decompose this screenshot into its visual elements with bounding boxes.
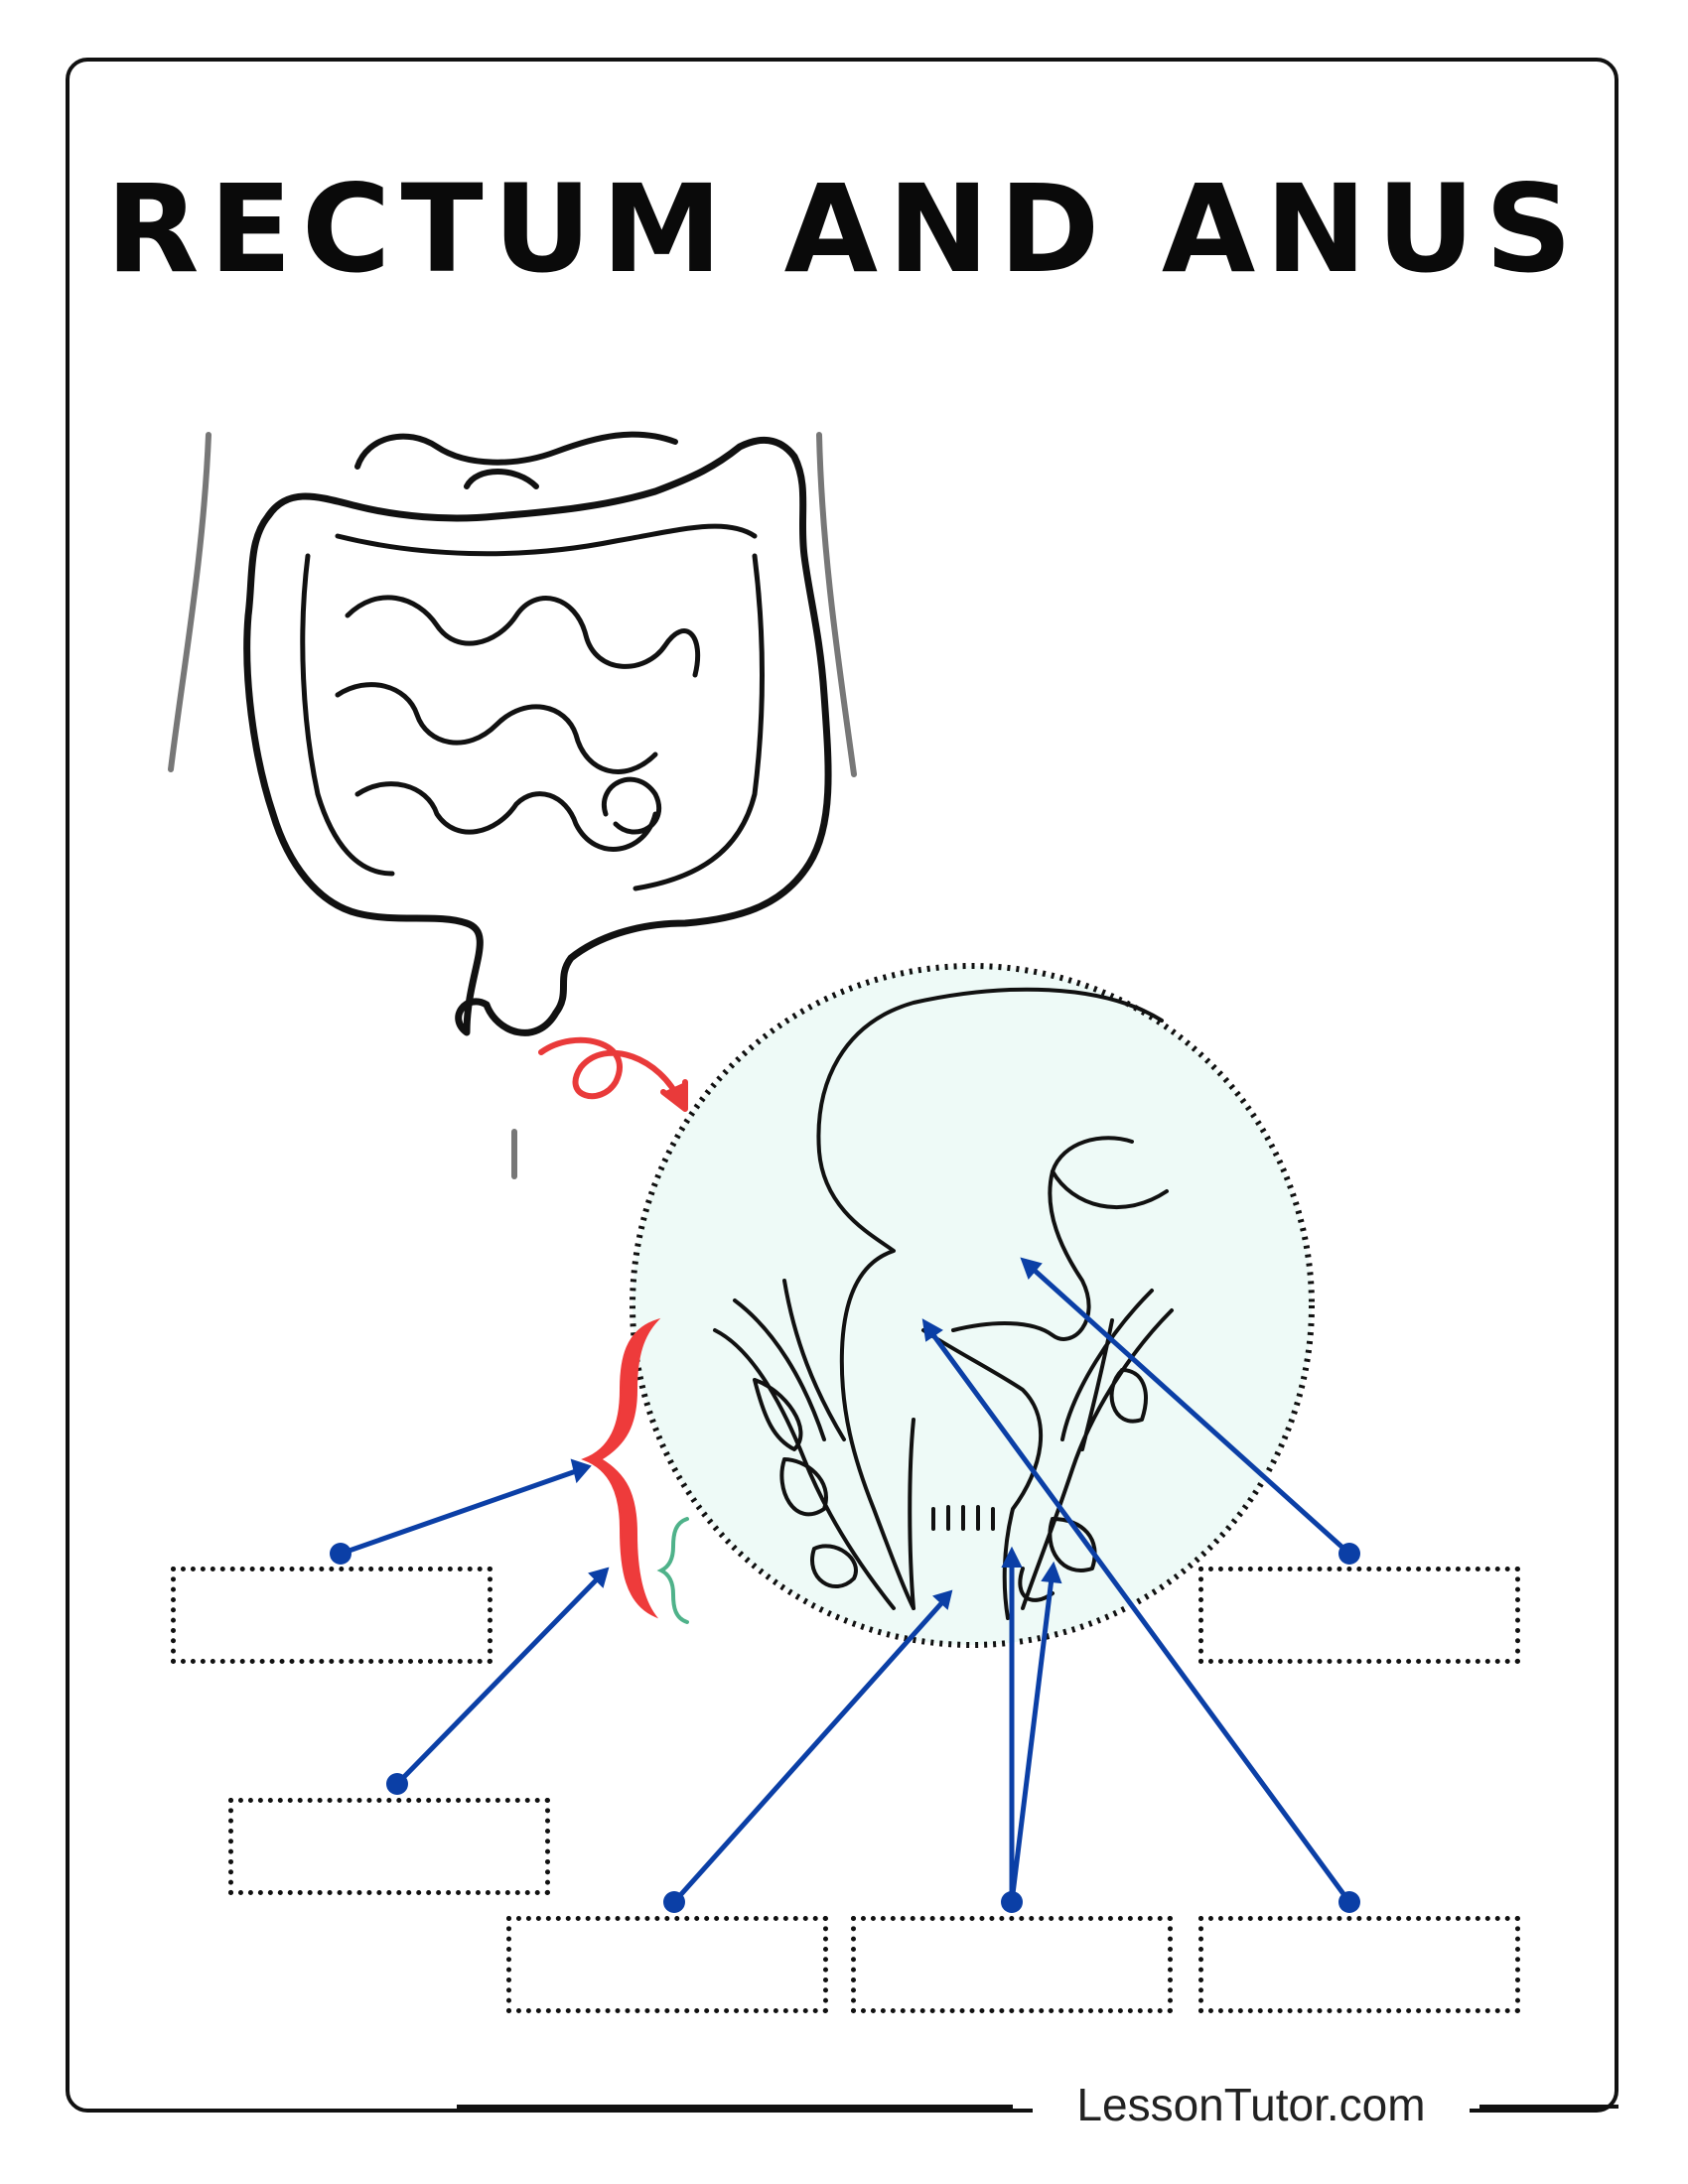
answer-box-1[interactable] xyxy=(171,1567,492,1664)
right-muscles xyxy=(1018,1289,1174,1610)
colon-inner xyxy=(300,523,765,891)
answer-box-5[interactable] xyxy=(851,1916,1173,2013)
rectum-wall xyxy=(816,987,1169,1610)
colon-outline xyxy=(243,436,832,1036)
page-frame xyxy=(66,58,1618,2113)
answer-box-3[interactable] xyxy=(228,1798,550,1895)
footer-rule-left xyxy=(457,2105,1013,2109)
torso-outline xyxy=(168,432,857,1179)
leader-line-6 xyxy=(1020,1257,1360,1565)
leader-lines xyxy=(330,1257,1360,1913)
answer-box-4[interactable] xyxy=(506,1916,828,2013)
small-intestine-loops xyxy=(335,595,701,852)
rectum-cross-section xyxy=(713,987,1174,1620)
anal-canal-bracket xyxy=(581,1317,661,1619)
zoom-arrow xyxy=(538,1036,688,1112)
answer-box-2[interactable] xyxy=(1198,1567,1520,1664)
leader-line-5 xyxy=(921,1318,1360,1913)
rectal-fold xyxy=(1051,1136,1134,1173)
anal-sphincter-bracket xyxy=(656,1517,689,1624)
left-muscles xyxy=(713,1279,896,1610)
stomach-outline xyxy=(354,431,678,489)
leader-line-3 xyxy=(663,1589,953,1913)
anal-columns xyxy=(931,1505,995,1531)
answer-box-6[interactable] xyxy=(1198,1916,1520,2013)
page-title: RECTUM AND ANUS xyxy=(105,159,1583,300)
footer-website: LessonTutor.com xyxy=(1033,2082,1470,2127)
intestines-illustration xyxy=(243,431,832,1036)
footer-rule-right xyxy=(1479,2105,1618,2109)
leader-line-2 xyxy=(386,1567,610,1795)
leader-line-4 xyxy=(1001,1546,1062,1913)
leader-line-1 xyxy=(330,1458,592,1565)
zoom-circle xyxy=(630,963,1315,1648)
